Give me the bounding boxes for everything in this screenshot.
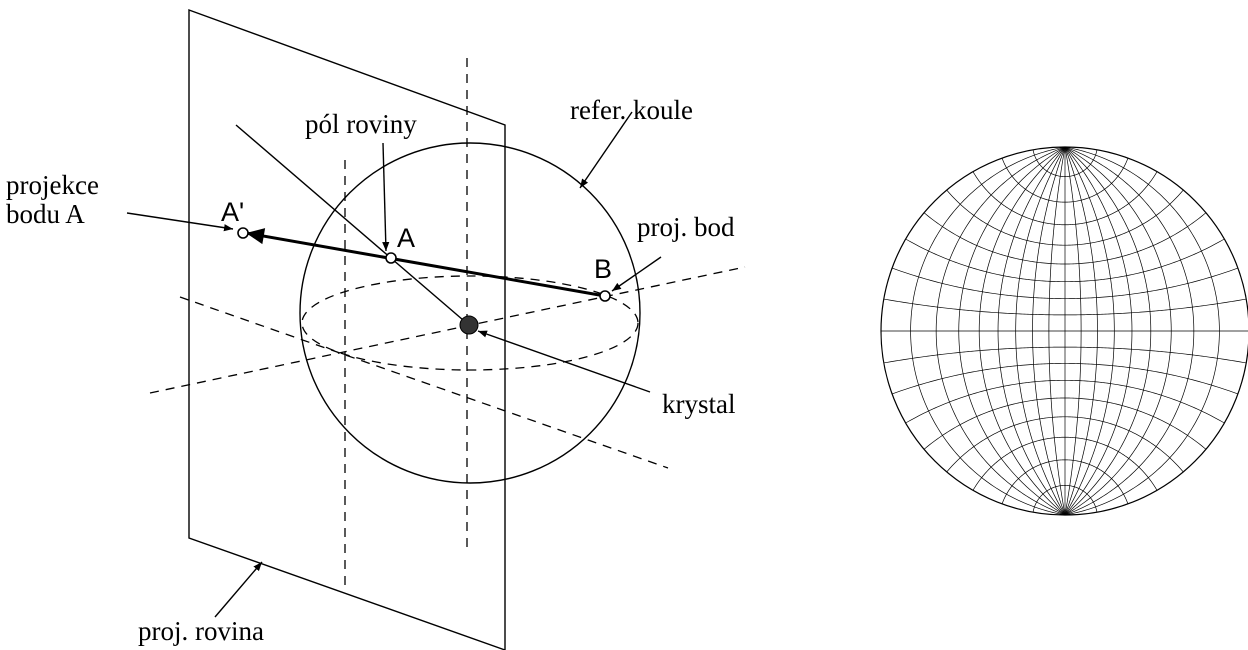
point-a-marker bbox=[385, 252, 397, 264]
label-projection-line2: bodu A bbox=[6, 199, 85, 229]
projection-plane bbox=[188, 9, 506, 650]
horizontal-axis-dashed-1 bbox=[149, 266, 746, 394]
point-a-prime-marker bbox=[237, 227, 249, 239]
wulff-net-small-circle bbox=[883, 346, 1247, 364]
equator-ellipse bbox=[301, 275, 639, 371]
wulff-net-small-circle bbox=[923, 212, 1207, 265]
horizontal-axis-dashed-2 bbox=[179, 296, 669, 469]
wulff-net-small-circle bbox=[905, 238, 1225, 283]
wulff-net-small-circle bbox=[891, 267, 1239, 299]
label-point-a: A bbox=[397, 223, 415, 253]
projection-callout-arrow bbox=[126, 212, 234, 232]
projection-ray bbox=[245, 228, 606, 298]
label-point-a-prime: A' bbox=[221, 197, 244, 227]
wulff-net-grid bbox=[881, 147, 1248, 515]
label-projection-plane: proj. rovina bbox=[138, 616, 264, 646]
reference-sphere bbox=[299, 142, 641, 484]
label-projection-line1: projekce bbox=[6, 170, 99, 200]
pole-callout-arrow bbox=[382, 142, 390, 252]
sphere-callout-arrow bbox=[579, 111, 633, 189]
wulff-net-small-circle bbox=[905, 379, 1225, 424]
wulff-net-small-circle bbox=[972, 436, 1158, 491]
wulff-net-small-circle bbox=[883, 298, 1247, 316]
proj-point-callout-arrow bbox=[611, 256, 662, 292]
projection-diagram: projekce bodu A pól roviny refer. koule … bbox=[6, 9, 746, 650]
label-crystal: krystal bbox=[662, 389, 736, 419]
wulff-net-small-circle bbox=[1001, 459, 1129, 505]
crystal-dot bbox=[459, 315, 479, 335]
point-b-marker bbox=[599, 290, 611, 302]
label-pole-of-plane: pól roviny bbox=[305, 109, 417, 139]
wulff-net-small-circle bbox=[1001, 157, 1129, 203]
label-reference-sphere: refer. koule bbox=[570, 95, 693, 125]
label-projected-point: proj. bod bbox=[637, 212, 735, 242]
label-point-b: B bbox=[594, 254, 612, 284]
wulff-net-small-circle bbox=[923, 397, 1207, 450]
crystal-callout-arrow bbox=[477, 330, 651, 393]
wulff-net-primitive-circle bbox=[880, 146, 1248, 516]
wulff-net-small-circle bbox=[891, 363, 1239, 395]
wulff-net bbox=[880, 146, 1248, 516]
wulff-net-small-circle bbox=[946, 189, 1184, 246]
plane-normal-line bbox=[235, 124, 471, 327]
wulff-net-small-circle bbox=[972, 171, 1158, 226]
plane-callout-arrow bbox=[214, 561, 263, 618]
wulff-net-small-circle bbox=[946, 416, 1184, 473]
wulff-net-small-circle bbox=[1032, 149, 1098, 177]
wulff-net-small-circle bbox=[1032, 485, 1098, 513]
